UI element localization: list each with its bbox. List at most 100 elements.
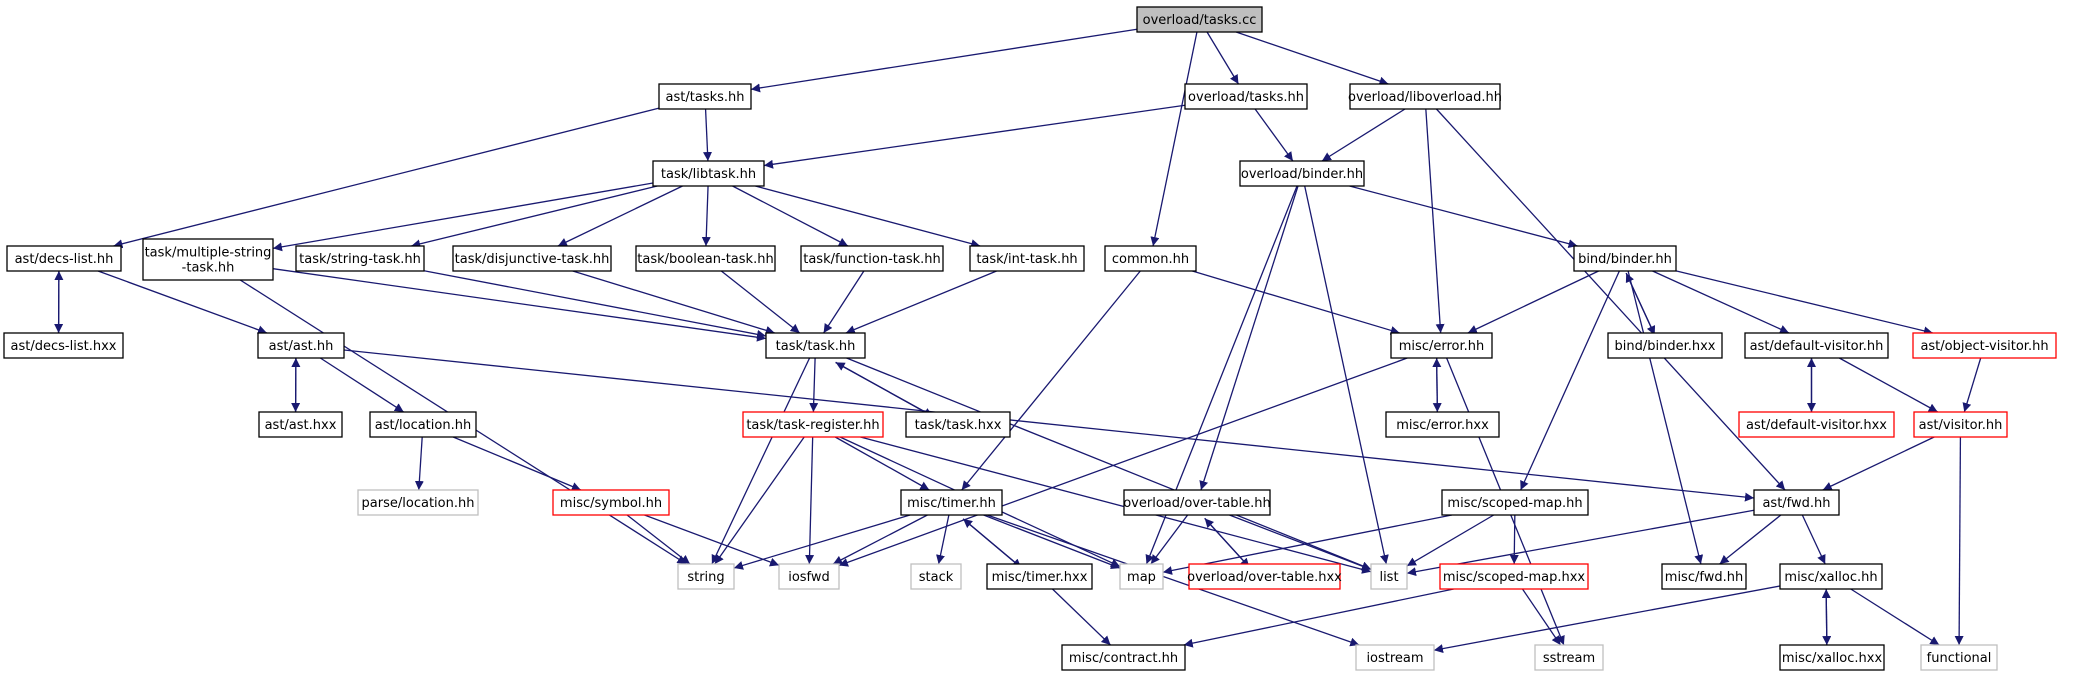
edge-n0-to-n3 xyxy=(1235,31,1389,86)
edge-n13-to-n18 xyxy=(1192,270,1400,335)
edge-n31-to-n39 xyxy=(983,514,1121,570)
node-label: stack xyxy=(919,570,954,585)
node-ast-visitor-hh[interactable]: ast/visitor.hh xyxy=(1913,411,2008,438)
node-map: map xyxy=(1119,563,1164,590)
node-box xyxy=(257,332,345,359)
node-overload-binder-hh[interactable]: overload/binder.hh xyxy=(1239,160,1365,187)
node-task-libtask-hh[interactable]: task/libtask.hh xyxy=(652,160,765,187)
edge-n31-to-n35 xyxy=(733,514,911,570)
node-task-boolean-task-hh[interactable]: task/boolean-task.hh xyxy=(635,245,776,272)
node-ast-object-visitor-hh[interactable]: ast/object-visitor.hh xyxy=(1912,332,2057,359)
node-parse-location-hh: parse/location.hh xyxy=(357,489,479,516)
node-overload-liboverload-hh[interactable]: overload/liboverload.hh xyxy=(1348,83,1502,110)
node-box xyxy=(1349,83,1501,110)
edge-n32-to-n39 xyxy=(1150,514,1189,565)
node-ast-decs-list-hxx[interactable]: ast/decs-list.hxx xyxy=(3,332,124,359)
node-box xyxy=(357,489,479,516)
node-label: bind/binder.hh xyxy=(1578,252,1672,267)
edge-n17-to-n35 xyxy=(711,357,811,565)
node-task-task-hxx[interactable]: task/task.hxx xyxy=(905,411,1011,438)
node-label: functional xyxy=(1927,651,1992,666)
node-overload-tasks-hh[interactable]: overload/tasks.hh xyxy=(1184,83,1308,110)
node-misc-xalloc-hxx[interactable]: misc/xalloc.hxx xyxy=(1779,644,1885,671)
node-label: -task.hh xyxy=(182,261,235,276)
node-task-disjunctive-task-hh[interactable]: task/disjunctive-task.hh xyxy=(452,245,612,272)
node-label: misc/scoped-map.hh xyxy=(1447,496,1582,511)
node-ast-decs-list-hh[interactable]: ast/decs-list.hh xyxy=(6,245,122,272)
edge-n14-to-n20 xyxy=(1652,270,1790,334)
node-misc-contract-hh[interactable]: misc/contract.hh xyxy=(1061,644,1186,671)
node-misc-error-hh[interactable]: misc/error.hh xyxy=(1390,332,1493,359)
node-box xyxy=(658,83,752,110)
node-common-hh[interactable]: common.hh xyxy=(1104,245,1197,272)
edge-n9-to-n17 xyxy=(572,270,775,335)
edge-n44-to-n46 xyxy=(1433,585,1781,654)
node-box xyxy=(986,563,1093,590)
node-ast-fwd-hh[interactable]: ast/fwd.hh xyxy=(1753,489,1840,516)
node-label: overload/binder.hh xyxy=(1241,167,1363,182)
node-box xyxy=(677,563,735,590)
edge-n13-to-n31 xyxy=(961,270,1141,491)
node-misc-xalloc-hh[interactable]: misc/xalloc.hh xyxy=(1779,563,1883,590)
node-label: task/multiple-string xyxy=(145,246,272,261)
node-box xyxy=(1184,83,1308,110)
node-bind-binder-hxx[interactable]: bind/binder.hxx xyxy=(1607,332,1723,359)
edge-n28-to-n34 xyxy=(1822,436,1935,491)
node-ast-default-visitor-hh[interactable]: ast/default-visitor.hh xyxy=(1744,332,1889,359)
edge-n5-to-n32 xyxy=(1199,185,1299,491)
edge-n23-to-n29 xyxy=(414,436,424,491)
node-misc-error-hxx[interactable]: misc/error.hxx xyxy=(1385,411,1500,438)
edge-n16-to-n34 xyxy=(343,349,1755,502)
node-label: ast/visitor.hh xyxy=(1919,418,2003,433)
node-box xyxy=(142,238,274,281)
node-label: ast/ast.hh xyxy=(269,339,334,354)
node-label: misc/xalloc.hh xyxy=(1784,570,1877,585)
node-ast-ast-hxx[interactable]: ast/ast.hxx xyxy=(258,411,343,438)
node-ast-ast-hh[interactable]: ast/ast.hh xyxy=(257,332,345,359)
edge-n33-to-n41 xyxy=(1406,514,1495,567)
node-box xyxy=(1573,245,1677,272)
node-box xyxy=(452,245,612,272)
node-box xyxy=(742,411,884,438)
node-label: bind/binder.hxx xyxy=(1615,339,1716,354)
node-overload-tasks-cc[interactable]: overload/tasks.cc xyxy=(1136,6,1263,33)
node-ast-default-visitor-hxx[interactable]: ast/default-visitor.hxx xyxy=(1738,411,1895,438)
node-misc-timer-hxx[interactable]: misc/timer.hxx xyxy=(986,563,1093,590)
edge-layer xyxy=(54,28,1982,654)
node-misc-scoped-map-hxx[interactable]: misc/scoped-map.hxx xyxy=(1439,563,1589,590)
node-label: ast/location.hh xyxy=(375,418,471,433)
node-iostream: iostream xyxy=(1355,644,1435,671)
node-misc-timer-hh[interactable]: misc/timer.hh xyxy=(900,489,1003,516)
node-box xyxy=(295,245,425,272)
node-misc-fwd-hh[interactable]: misc/fwd.hh xyxy=(1661,563,1747,590)
edge-n7-to-n17 xyxy=(272,268,767,342)
node-task-string-task-hh[interactable]: task/string-task.hh xyxy=(295,245,425,272)
node-task-task-register-hh[interactable]: task/task-register.hh xyxy=(742,411,884,438)
node-label: parse/location.hh xyxy=(362,496,475,511)
edge-n19-to-n14 xyxy=(1625,272,1656,336)
node-misc-symbol-hh[interactable]: misc/symbol.hh xyxy=(552,489,670,516)
node-ast-location-hh[interactable]: ast/location.hh xyxy=(369,411,477,438)
node-iosfwd: iosfwd xyxy=(778,563,840,590)
node-overload-over-table-hh[interactable]: overload/over-table.hh xyxy=(1123,489,1271,516)
node-task-function-task-hh[interactable]: task/function-task.hh xyxy=(800,245,944,272)
edge-n42-to-n47 xyxy=(1521,588,1562,646)
node-ast-tasks-hh[interactable]: ast/tasks.hh xyxy=(658,83,752,110)
node-label: task/libtask.hh xyxy=(661,167,756,182)
node-task-multiple-string-task-hh[interactable]: task/multiple-string-task.hh xyxy=(142,238,274,281)
node-overload-over-table-hxx[interactable]: overload/over-table.hxx xyxy=(1187,563,1342,590)
node-misc-scoped-map-hh[interactable]: misc/scoped-map.hh xyxy=(1441,489,1589,516)
node-label: misc/scoped-map.hxx xyxy=(1443,570,1586,585)
edge-n32-to-n41 xyxy=(1229,514,1372,571)
node-box xyxy=(1390,332,1493,359)
node-box xyxy=(1123,489,1271,516)
edge-n38-to-n31 xyxy=(962,518,1022,569)
edge-n4-to-n8 xyxy=(411,185,658,249)
edge-n17-to-n41 xyxy=(846,357,1372,571)
edge-n48-to-n44 xyxy=(1821,589,1831,646)
edge-n10-to-n17 xyxy=(720,270,801,334)
node-task-int-task-hh[interactable]: task/int-task.hh xyxy=(969,245,1085,272)
node-task-task-hh[interactable]: task/task.hh xyxy=(765,332,866,359)
node-bind-binder-hh[interactable]: bind/binder.hh xyxy=(1573,245,1677,272)
